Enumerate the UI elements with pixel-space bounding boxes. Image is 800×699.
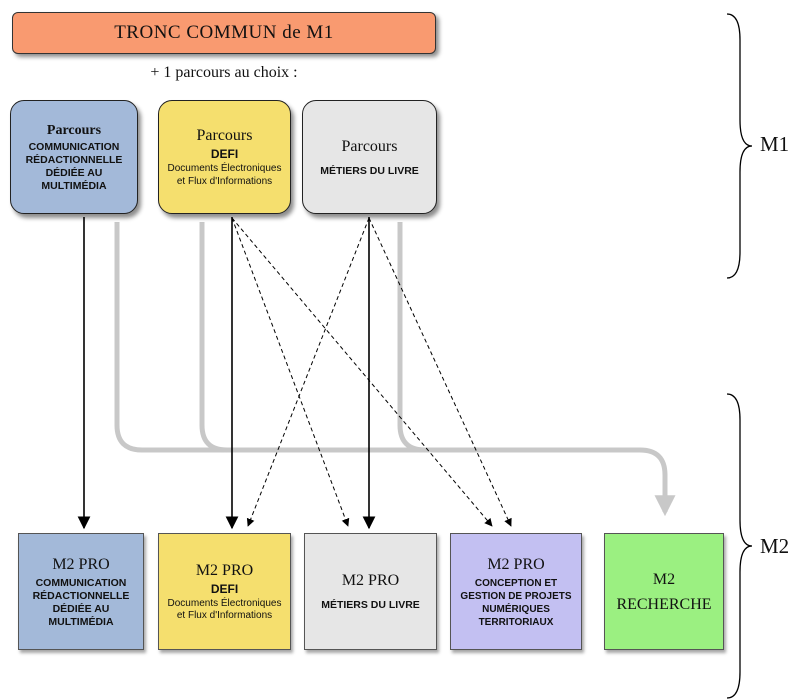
label-m2: M2 (760, 534, 790, 558)
dashed-arrow-defi-to-m2-metiers (231, 217, 350, 527)
m2-name: MÉTIERS DU LIVRE (321, 599, 420, 611)
m1-parcours-metiers: Parcours MÉTIERS DU LIVRE (302, 100, 437, 214)
grey-path-metiers-to-recherche (397, 222, 426, 453)
grey-path-communication-to-recherche (114, 222, 676, 517)
m1-parcours-defi: Parcours DEFI Documents Électroniques et… (158, 100, 291, 214)
m2-heading: M2 PRO (52, 555, 110, 573)
dashed-arrow-metiers-to-m2-defi (246, 217, 370, 527)
m2-heading: M2 PRO (341, 572, 400, 589)
brace-m2 (726, 393, 753, 699)
dashed-arrow-defi-to-m2-conception (231, 217, 493, 527)
parcours-line: COMMUNICATION (28, 141, 120, 153)
m2-line: RÉDACTIONNELLE (32, 589, 130, 602)
m2-pro-metiers: M2 PRO MÉTIERS DU LIVRE (304, 533, 437, 650)
m2-line: COMMUNICATION (35, 576, 127, 589)
label-m1: M1 (760, 132, 790, 156)
choice-line: + 1 parcours au choix : (150, 64, 298, 81)
m2-line: Documents Électroniques (167, 597, 282, 609)
m2-heading: M2 PRO (195, 561, 254, 579)
m2-line: et Flux d'Informations (176, 610, 273, 621)
grey-path-defi-to-recherche (199, 222, 228, 453)
parcours-line: MULTIMÉDIA (41, 180, 107, 192)
parcours-heading: Parcours (46, 123, 102, 138)
parcours-heading: Parcours (196, 127, 253, 144)
m2-heading: M2 (652, 570, 676, 588)
m2-line: CONCEPTION ET (474, 577, 558, 589)
parcours-line: Documents Électroniques (167, 163, 282, 174)
m2-recherche: M2 RECHERCHE (604, 533, 724, 650)
m2-pro-communication: M2 PRO COMMUNICATION RÉDACTIONNELLE DÉDI… (18, 533, 144, 650)
brace-m1 (726, 13, 753, 279)
parcours-heading: Parcours (341, 137, 398, 155)
parcours-name: MÉTIERS DU LIVRE (320, 164, 419, 177)
parcours-line: DÉDIÉE AU (45, 167, 103, 179)
m2-line: DÉDIÉE AU (52, 602, 110, 615)
tronc-commun-title: TRONC COMMUN de M1 (114, 22, 334, 43)
m2-heading: M2 PRO (487, 555, 545, 573)
m2-pro-defi: M2 PRO DEFI Documents Électroniques et F… (158, 533, 291, 650)
m2-line: TERRITORIAUX (478, 616, 554, 628)
parcours-name: DEFI (210, 147, 239, 161)
m2-line: MULTIMÉDIA (48, 615, 114, 628)
m2-name: DEFI (210, 581, 239, 596)
tronc-commun-banner: TRONC COMMUN de M1 (12, 12, 436, 54)
m1-parcours-communication: Parcours COMMUNICATION RÉDACTIONNELLE DÉ… (10, 100, 138, 214)
m2-line: GESTION DE PROJETS (460, 590, 572, 602)
m2-line: NUMÉRIQUES (482, 603, 550, 615)
parcours-line: RÉDACTIONNELLE (25, 154, 123, 166)
dashed-arrow-metiers-to-m2-conception (368, 217, 512, 527)
m2-name: RECHERCHE (616, 595, 712, 613)
m2-pro-conception: M2 PRO CONCEPTION ET GESTION DE PROJETS … (450, 533, 582, 650)
parcours-line: et Flux d'Informations (176, 175, 273, 187)
